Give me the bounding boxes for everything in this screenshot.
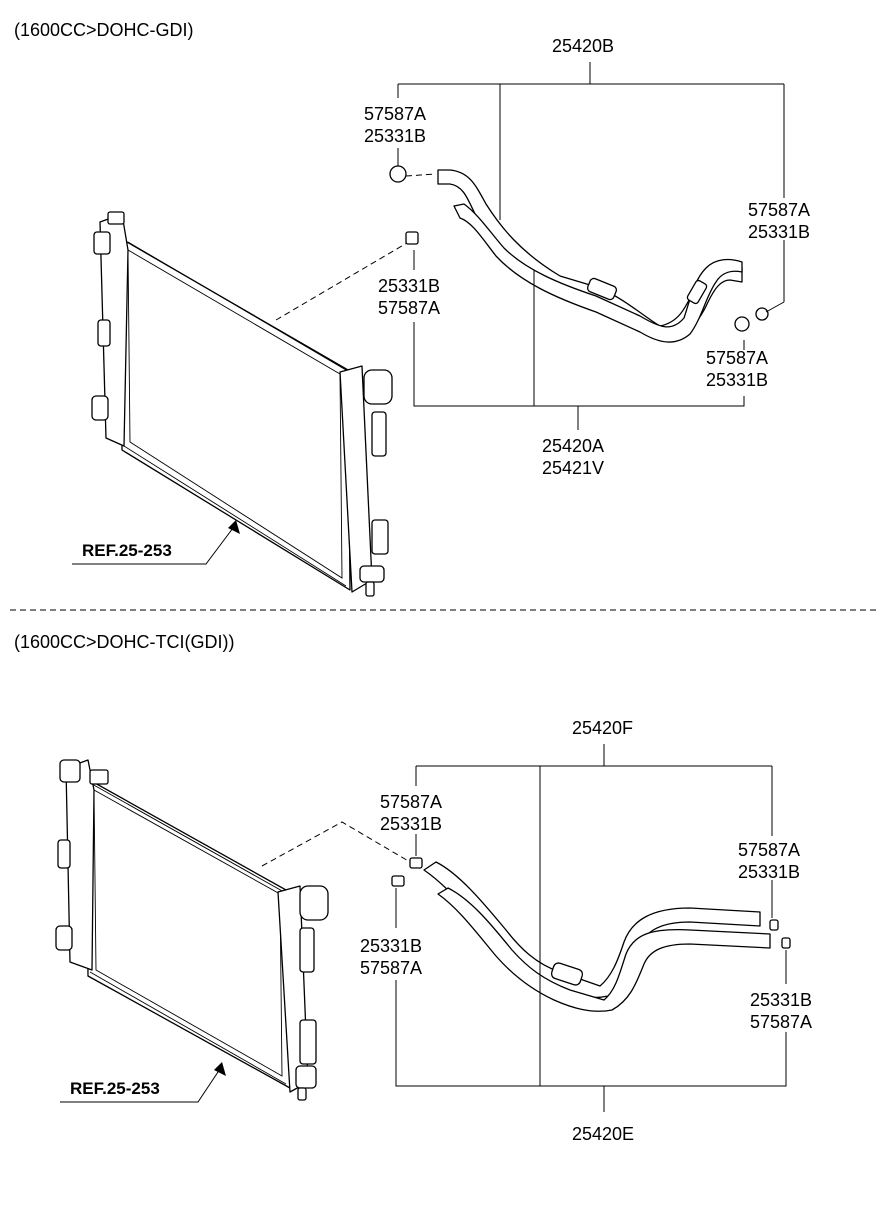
label-clamp-mid-left-1: 25331B bbox=[378, 276, 440, 296]
label-clamp-right-lower-2: 57587A bbox=[750, 1012, 812, 1032]
arrow-icon bbox=[214, 1062, 226, 1076]
label-clamp-right-upper-2: 25331B bbox=[738, 862, 800, 882]
ref-callout[interactable]: REF.25-253 bbox=[60, 1062, 226, 1103]
arrow-icon bbox=[228, 520, 240, 534]
leader-lines bbox=[395, 744, 787, 1112]
section-tci-gdi: (1600CC>DOHC-TCI(GDI)) bbox=[14, 632, 812, 1144]
label-clamp-top-left-1: 57587A bbox=[380, 792, 442, 812]
ref-callout[interactable]: REF.25-253 bbox=[72, 520, 240, 565]
oil-cooler-hose-illustration bbox=[391, 857, 791, 1012]
radiator-illustration bbox=[91, 211, 393, 597]
ref-label[interactable]: REF.25-253 bbox=[70, 1079, 160, 1098]
oil-cooler-hose-illustration bbox=[389, 165, 769, 343]
label-clamp-right-lower-2: 25331B bbox=[706, 370, 768, 390]
label-clamp-right-upper-1: 57587A bbox=[748, 200, 810, 220]
label-clamp-right-upper-1: 57587A bbox=[738, 840, 800, 860]
label-clamp-top-left-2: 25331B bbox=[364, 126, 426, 146]
label-clamp-right-lower-1: 57587A bbox=[706, 348, 768, 368]
label-assy-bottom-2: 25421V bbox=[542, 458, 604, 478]
section-gdi: (1600CC>DOHC-GDI) bbox=[14, 20, 810, 597]
leader-lines bbox=[397, 62, 785, 430]
section-header: (1600CC>DOHC-TCI(GDI)) bbox=[14, 632, 235, 652]
label-clamp-top-left-1: 57587A bbox=[364, 104, 426, 124]
label-assy-bottom-1: 25420A bbox=[542, 436, 604, 456]
section-header: (1600CC>DOHC-GDI) bbox=[14, 20, 194, 40]
label-assy-bottom: 25420E bbox=[572, 1124, 634, 1144]
label-clamp-right-lower-1: 25331B bbox=[750, 990, 812, 1010]
label-assy-top: 25420F bbox=[572, 718, 633, 738]
label-assy-top: 25420B bbox=[552, 36, 614, 56]
label-clamp-mid-left-1: 25331B bbox=[360, 936, 422, 956]
label-clamp-mid-left-2: 57587A bbox=[378, 298, 440, 318]
ref-label[interactable]: REF.25-253 bbox=[82, 541, 172, 560]
label-clamp-top-left-2: 25331B bbox=[380, 814, 442, 834]
label-clamp-right-upper-2: 25331B bbox=[748, 222, 810, 242]
radiator-illustration bbox=[55, 759, 329, 1101]
label-clamp-mid-left-2: 57587A bbox=[360, 958, 422, 978]
